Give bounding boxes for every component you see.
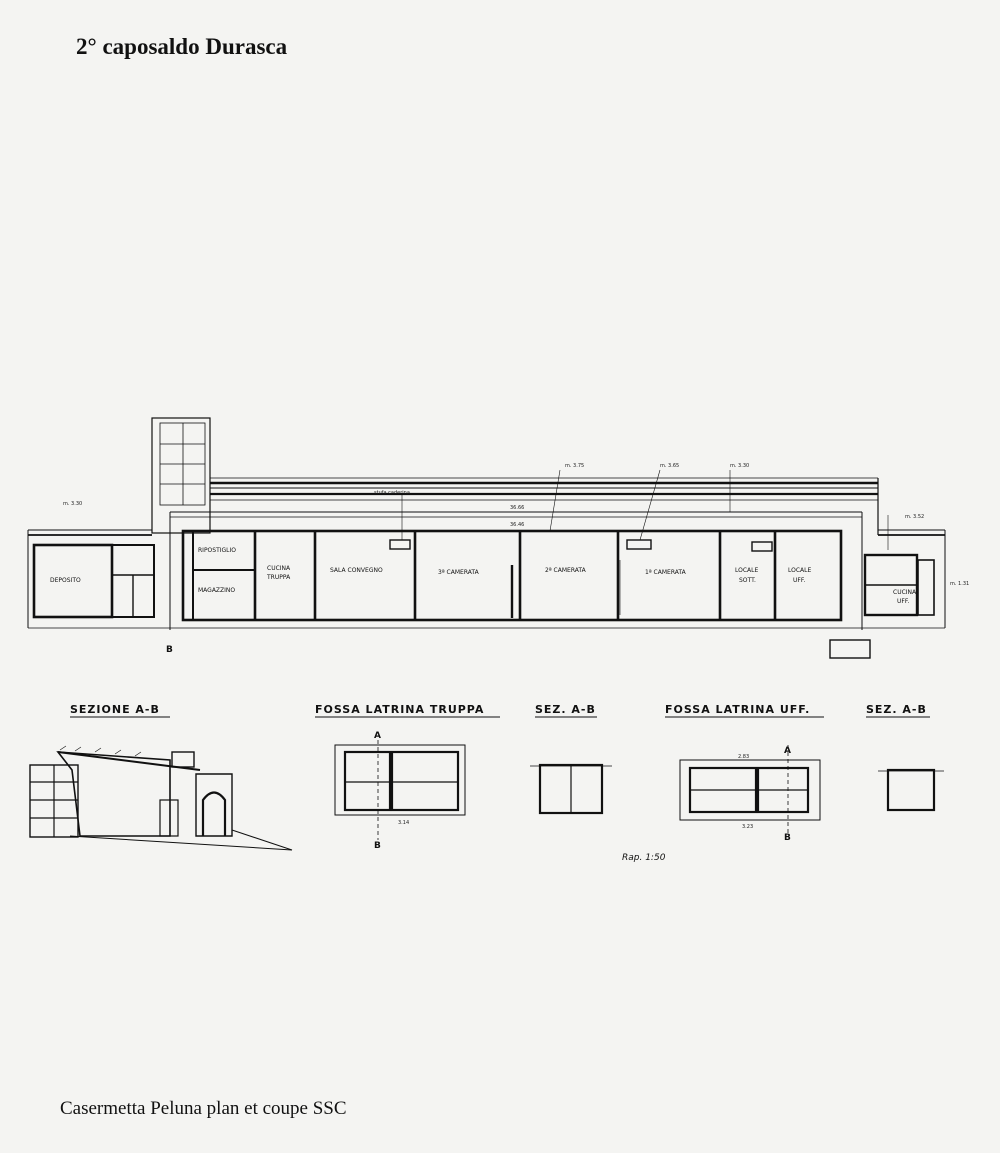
dim-stufa: stufa caderina (374, 490, 410, 496)
truppa-width: 3.14 (398, 820, 409, 826)
fossa-uff-plan (679, 745, 821, 835)
room-camerata-3: 3ª CAMERATA (438, 569, 480, 576)
room-cucina-uff-1: CUCINA (893, 589, 917, 596)
room-cucina-truppa-2: TRUPPA (266, 574, 291, 581)
caption: Casermetta Peluna plan et coupe SSC (60, 1098, 347, 1119)
dim-m3: m. 3.30 (730, 463, 749, 469)
heading-fossa-uff: FOSSA LATRINA UFF. (665, 703, 810, 716)
uff-width: 3.23 (742, 824, 753, 830)
uff-b-marker: B (784, 833, 791, 843)
tower-outline (151, 417, 211, 534)
sez-ab-1-drawing (530, 763, 612, 815)
truppa-b-marker: B (374, 841, 381, 851)
room-camerata-2: 2ª CAMERATA (545, 567, 587, 574)
section-ab-drawing (29, 745, 293, 851)
uff-a-marker: A (784, 746, 791, 756)
dim-m4: m. 3.30 (63, 501, 82, 507)
heading-sezione-ab: SEZIONE A-B (70, 703, 160, 716)
dim-overall-top: 36.66 (510, 505, 524, 511)
dim-m5: m. 3.52 (905, 514, 924, 520)
dim-m6: m. 1.31 (950, 581, 969, 587)
fossa-truppa-plan (334, 740, 466, 840)
plan-b-marker: B (166, 645, 173, 655)
room-cucina-uff-2: UFF. (897, 598, 909, 605)
heading-sez-ab-1: SEZ. A-B (535, 703, 596, 716)
dim-m2: m. 3.65 (660, 463, 679, 469)
sez-ab-2-drawing (878, 768, 944, 812)
heading-fossa-truppa: FOSSA LATRINA TRUPPA (315, 703, 484, 716)
room-locale-sott-2: SOTT. (739, 577, 756, 584)
main-building-wall (181, 529, 843, 622)
room-ripostiglio: RIPOSTIGLIO (198, 547, 236, 554)
room-locale-uff-1: LOCALE (788, 567, 811, 574)
heading-sez-ab-2: SEZ. A-B (866, 703, 927, 716)
dim-m1: m. 3.75 (565, 463, 584, 469)
uff-top: 2.83 (738, 754, 749, 760)
room-locale-uff-2: UFF. (793, 577, 805, 584)
room-cucina-truppa-1: CUCINA (267, 565, 291, 572)
room-deposito: DEPOSITO (50, 577, 81, 584)
room-locale-sott-1: LOCALE (735, 567, 758, 574)
page-title: 2° caposaldo Durasca (76, 34, 288, 59)
scale-note: Rap. 1:50 (622, 853, 666, 863)
truppa-a-marker: A (374, 731, 381, 741)
dim-overall-inner: 36.46 (510, 522, 524, 528)
room-camerata-1: 1ª CAMERATA (645, 569, 687, 576)
room-magazzino: MAGAZZINO (198, 587, 235, 594)
room-sala-convegno: SALA CONVEGNO (330, 567, 383, 574)
